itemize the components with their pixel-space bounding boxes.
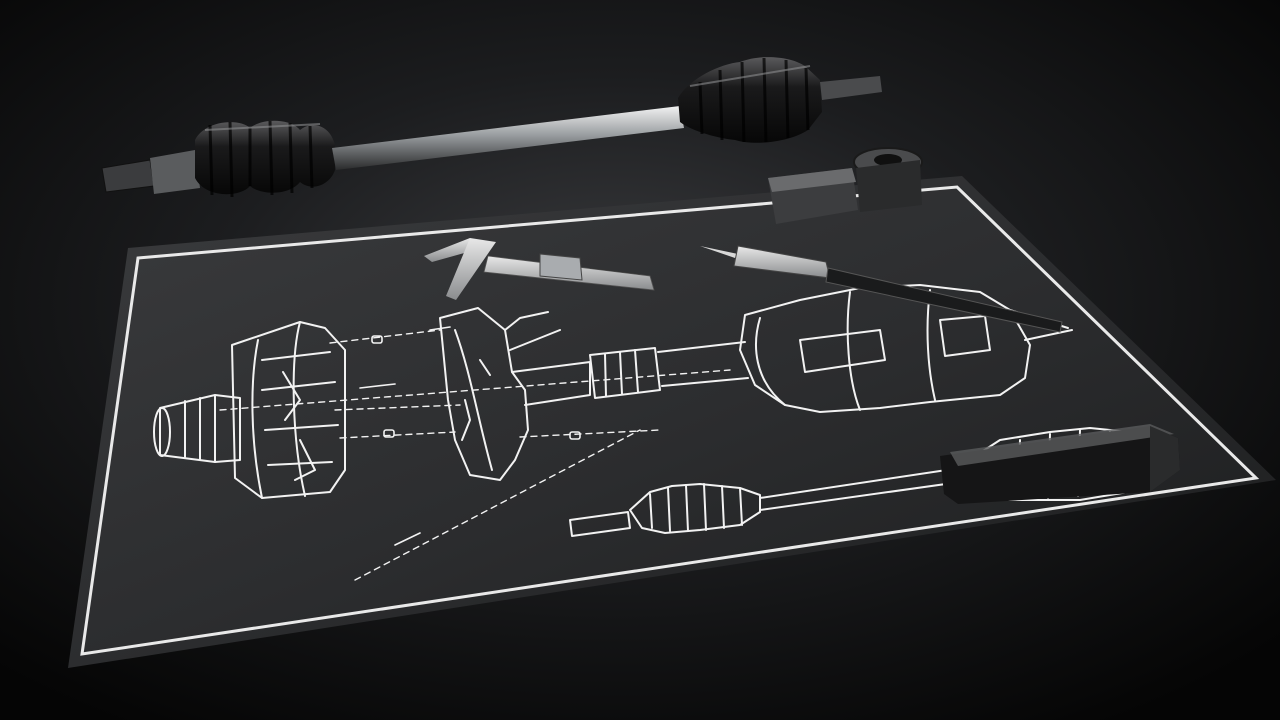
drawing-flange	[439, 307, 561, 481]
axle-bar	[332, 106, 684, 170]
scriber-pencil	[700, 245, 1063, 333]
vernier-caliper	[424, 238, 655, 300]
sheet-border	[80, 185, 1260, 656]
drawing-dimension-lines	[219, 329, 731, 581]
blueprint-drawing	[153, 284, 1171, 581]
right-cv-boot	[678, 57, 822, 143]
axle-end-fitting	[768, 147, 923, 224]
technical-drawing-sheet	[68, 176, 1276, 668]
usb-flash-drive	[940, 424, 1180, 504]
left-cv-boot	[195, 120, 335, 198]
drawing-shaft	[511, 341, 749, 406]
drawing-dimension-marks	[359, 326, 581, 546]
cv-axle-shaft	[101, 57, 882, 198]
drawing-spline-hub	[153, 321, 346, 499]
